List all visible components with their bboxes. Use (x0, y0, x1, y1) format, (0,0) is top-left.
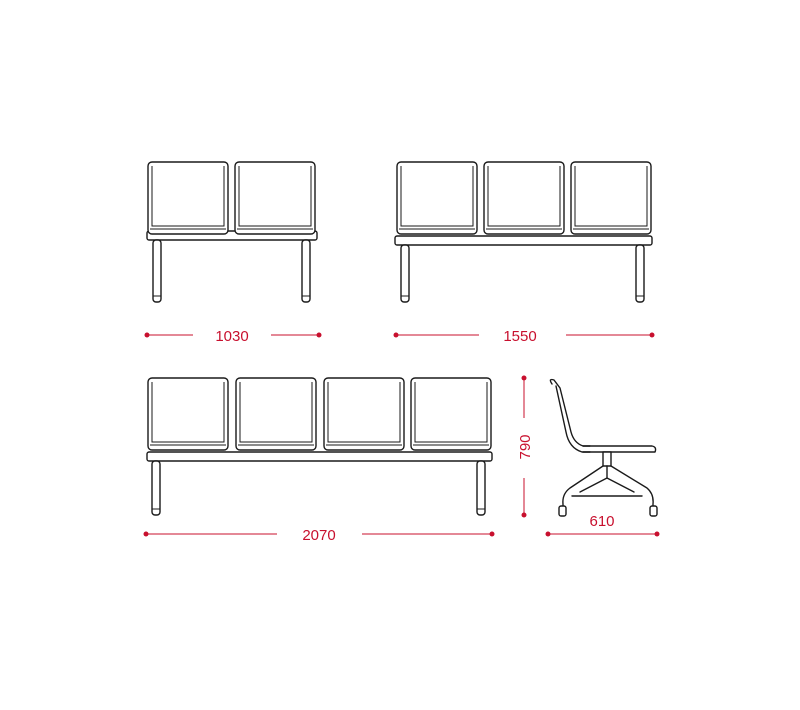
dimension-height: 790 (517, 375, 534, 518)
column (602, 451, 612, 467)
beam (146, 451, 493, 462)
seat-2 (235, 377, 317, 451)
seat-4 (410, 377, 492, 451)
seat-3 (323, 377, 405, 451)
base-legs (558, 465, 658, 517)
leg-right (476, 460, 486, 516)
backrest (549, 378, 591, 453)
seat-2 (483, 161, 565, 235)
dimension-label-1030: 1030 (215, 328, 248, 345)
seat-1 (147, 161, 229, 235)
leg-right (301, 239, 311, 303)
dimension-three-seat-width: 1550 (393, 328, 655, 345)
chair-side-view (549, 378, 658, 517)
dimension-label-1550: 1550 (503, 328, 536, 345)
beam (394, 235, 653, 246)
four-seat-bench-front-view (146, 377, 493, 516)
leg-left (400, 244, 410, 303)
dimension-label-790: 790 (517, 434, 534, 459)
leg-left (151, 460, 161, 516)
dimension-two-seat-width: 1030 (144, 328, 322, 345)
three-seat-bench-front-view (394, 161, 653, 303)
seat-profile (582, 445, 657, 453)
dimension-four-seat-width: 2070 (143, 527, 495, 544)
dimension-depth: 610 (545, 513, 660, 537)
seat-2 (234, 161, 316, 235)
seat-1 (147, 377, 229, 451)
dimension-label-610: 610 (589, 513, 614, 530)
two-seat-bench-front-view (146, 161, 318, 303)
seat-3 (570, 161, 652, 235)
leg-right (635, 244, 645, 303)
dimension-label-2070: 2070 (302, 527, 335, 544)
leg-left (152, 239, 162, 303)
seat-1 (396, 161, 478, 235)
